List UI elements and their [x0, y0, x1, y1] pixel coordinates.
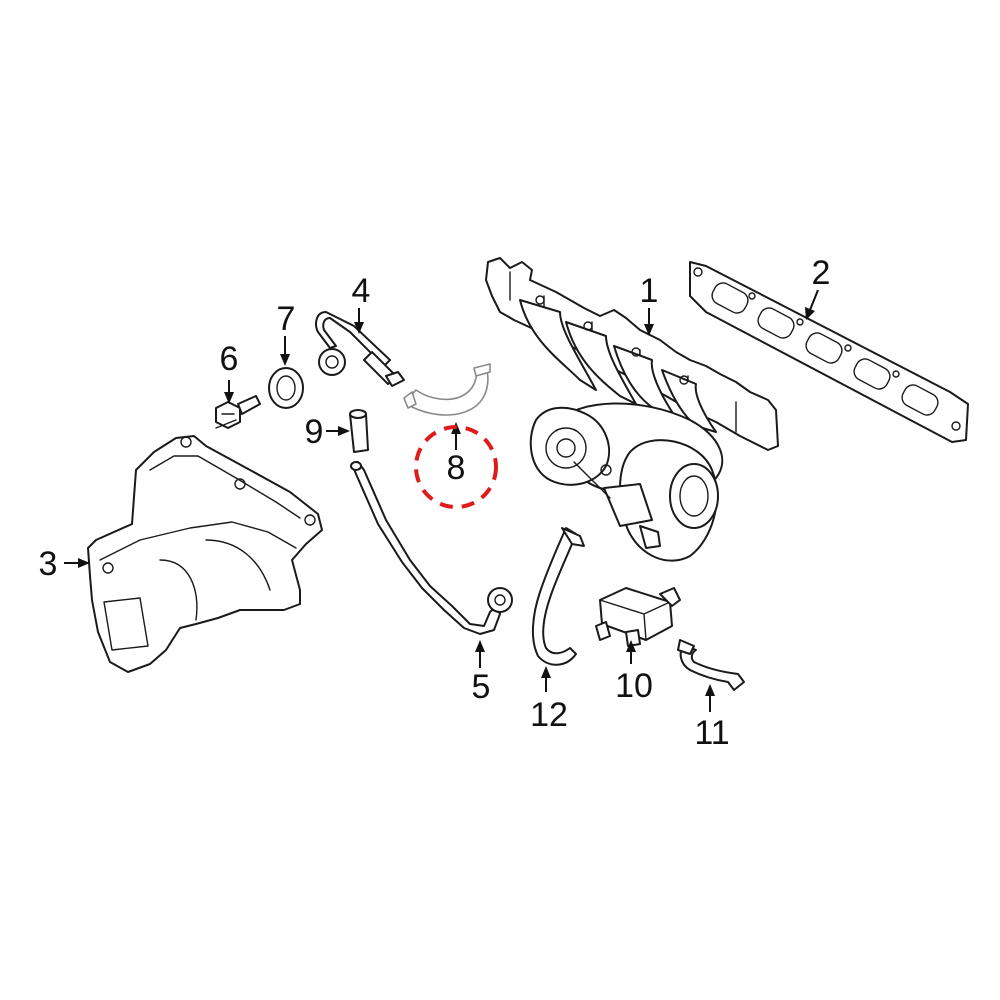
part-3-heat-shield[interactable] [87, 435, 323, 673]
part-5-oil-return-line[interactable] [350, 461, 513, 635]
callout-6: 6 [220, 340, 239, 378]
part-7-washer[interactable] [268, 367, 304, 409]
part-8-hose[interactable] [403, 363, 491, 416]
part-9-short-hose[interactable] [349, 409, 369, 453]
part-11-small-hose[interactable] [677, 639, 745, 691]
callout-4: 4 [352, 272, 371, 310]
callout-1: 1 [640, 272, 659, 310]
leader-lines [64, 289, 819, 712]
callout-3: 3 [39, 545, 58, 583]
callout-8: 8 [447, 449, 466, 487]
callout-12: 12 [530, 696, 568, 734]
callout-5: 5 [472, 668, 491, 706]
part-6-bolt[interactable] [215, 395, 261, 429]
part-1-turbo-manifold[interactable] [485, 257, 779, 562]
part-4-oil-feed-line[interactable] [315, 311, 405, 387]
callout-2: 2 [812, 254, 831, 292]
part-2-manifold-gasket[interactable] [689, 261, 969, 443]
part-10-boost-valve[interactable] [595, 587, 681, 647]
callout-10: 10 [615, 667, 653, 705]
callout-7: 7 [277, 300, 296, 338]
callout-11: 11 [694, 714, 729, 752]
part-12-coolant-hose[interactable] [531, 527, 585, 666]
highlight-dashed-circle [414, 425, 498, 509]
callout-9: 9 [305, 413, 324, 451]
